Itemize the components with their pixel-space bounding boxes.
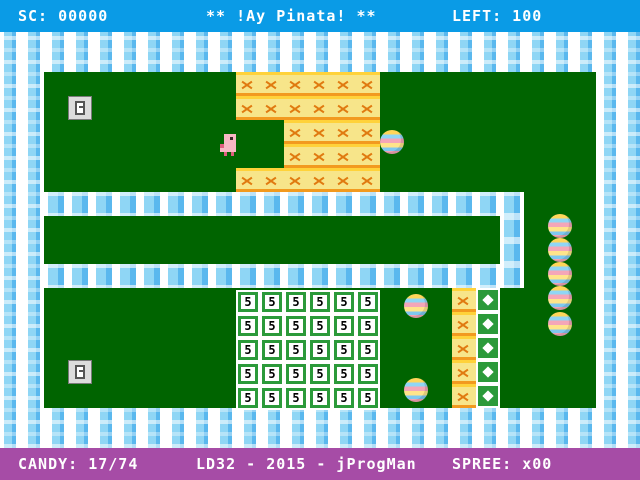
cash-tile: 5 [260, 314, 284, 338]
cash-tile: 5 [332, 338, 356, 362]
cash-tile: 5 [356, 386, 380, 410]
cash-tile: 5 [308, 362, 332, 386]
cash-tile: 5 [284, 362, 308, 386]
yellow-block [356, 72, 380, 96]
yellow-block [332, 168, 356, 192]
yellow-block [452, 312, 476, 336]
yellow-block [260, 96, 284, 120]
yellow-block [332, 144, 356, 168]
cash-tile: 5 [284, 386, 308, 410]
yellow-block [284, 72, 308, 96]
cash-tile: 5 [356, 362, 380, 386]
cash-tile: 5 [332, 386, 356, 410]
cash-tile: 5 [260, 338, 284, 362]
upper-ledge [44, 192, 524, 216]
yellow-block [356, 96, 380, 120]
candy-egg [548, 312, 572, 336]
cash-tile: 5 [260, 386, 284, 410]
cash-tile: 5 [284, 338, 308, 362]
yellow-block [308, 72, 332, 96]
play-field [0, 32, 640, 448]
left-counter: LEFT: 100 [452, 7, 543, 25]
spree-counter: SPREE: x00 [452, 455, 553, 473]
yellow-block [452, 336, 476, 360]
candy-egg [548, 214, 572, 238]
yellow-block [332, 96, 356, 120]
yellow-block [284, 96, 308, 120]
yellow-block [260, 168, 284, 192]
pinata-player [220, 134, 240, 156]
cash-tile: 5 [260, 362, 284, 386]
lower-ledge [44, 264, 524, 288]
green-gem-tile [476, 336, 500, 360]
yellow-block [356, 120, 380, 144]
cash-tile: 5 [236, 290, 260, 314]
exit-door-icon[interactable] [68, 360, 92, 384]
cash-tile: 5 [284, 314, 308, 338]
candy-egg [404, 294, 428, 318]
cash-tile: 5 [332, 362, 356, 386]
yellow-block [236, 168, 260, 192]
yellow-block [236, 72, 260, 96]
hud-top-bar: SC: 00000 ** !Ay Pinata! ** LEFT: 100 [0, 0, 640, 32]
exit-door-icon[interactable] [68, 96, 92, 120]
yellow-block [452, 288, 476, 312]
yellow-block [308, 144, 332, 168]
yellow-block [284, 168, 308, 192]
credit-text: LD32 - 2015 - jProgMan [196, 455, 417, 473]
yellow-block [260, 72, 284, 96]
green-gem-tile [476, 288, 500, 312]
yellow-block [332, 72, 356, 96]
game-title: ** !Ay Pinata! ** [206, 7, 377, 25]
cash-tile: 5 [236, 314, 260, 338]
yellow-block [356, 168, 380, 192]
cash-tile: 5 [236, 362, 260, 386]
ledge-connector [500, 216, 524, 264]
yellow-block [308, 96, 332, 120]
middle-room [44, 216, 500, 264]
candy-counter: CANDY: 17/74 [18, 455, 139, 473]
cash-tile: 5 [308, 290, 332, 314]
yellow-block [356, 144, 380, 168]
yellow-block [452, 360, 476, 384]
yellow-block [236, 96, 260, 120]
cash-tile: 5 [260, 290, 284, 314]
score-readout: SC: 00000 [18, 7, 109, 25]
yellow-block [284, 120, 308, 144]
cash-tile: 5 [236, 338, 260, 362]
candy-egg [548, 286, 572, 310]
green-gem-tile [476, 360, 500, 384]
cash-tile: 5 [356, 290, 380, 314]
yellow-block [452, 384, 476, 408]
candy-egg [548, 262, 572, 286]
cash-tile: 5 [308, 386, 332, 410]
cash-tile: 5 [236, 386, 260, 410]
cash-tile: 5 [332, 314, 356, 338]
cash-tile: 5 [356, 314, 380, 338]
yellow-block [332, 120, 356, 144]
cash-tile: 5 [356, 338, 380, 362]
green-gem-tile [476, 312, 500, 336]
hud-bottom-bar: CANDY: 17/74 LD32 - 2015 - jProgMan SPRE… [0, 448, 640, 480]
cash-tile: 5 [308, 314, 332, 338]
candy-egg [548, 238, 572, 262]
yellow-block [308, 120, 332, 144]
candy-egg [404, 378, 428, 402]
cash-tile: 5 [332, 290, 356, 314]
yellow-block [308, 168, 332, 192]
cash-tile: 5 [284, 290, 308, 314]
green-gem-tile [476, 384, 500, 408]
yellow-block [284, 144, 308, 168]
candy-egg [380, 130, 404, 154]
cash-tile: 5 [308, 338, 332, 362]
